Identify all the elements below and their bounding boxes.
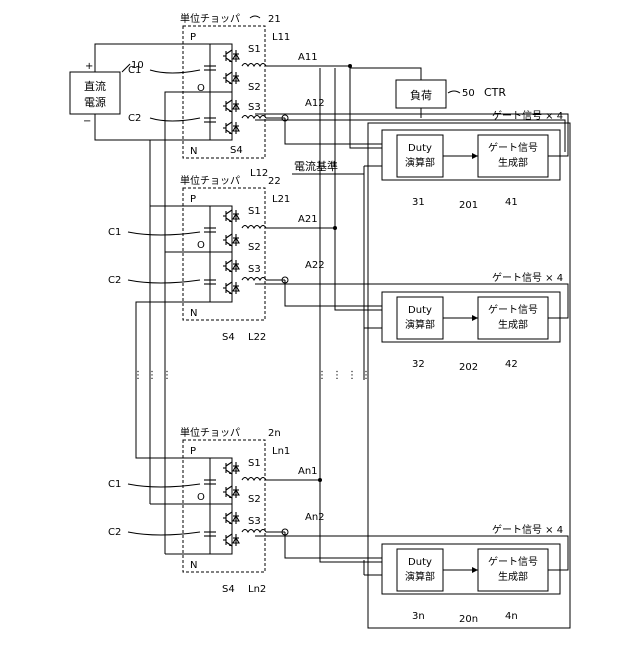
chopper-n-aa: An1 <box>298 466 318 477</box>
chopper-n-p: P <box>190 446 196 457</box>
load-label: 負荷 <box>410 89 432 102</box>
chopper-2-gate-1: ゲート信号 <box>488 304 538 316</box>
chopper-2-s4: S4 <box>222 332 235 343</box>
chopper-n-gate-ref: 4n <box>505 611 518 622</box>
load: 負荷 50 <box>350 68 475 118</box>
chopper-unit-2: 単位チョッパ 22 P O N S1 S2 S3 S4 C1 C2 L21 L2… <box>108 174 568 373</box>
chopper-2-gate-ref: 42 <box>505 359 518 370</box>
load-ref: 50 <box>462 88 475 99</box>
current-ref-label: 電流基準 <box>294 159 338 173</box>
chopper-2-gate-2: 生成部 <box>498 318 528 331</box>
chopper-2-c1: C1 <box>108 227 121 238</box>
power-source-label-2: 電源 <box>84 95 106 109</box>
chopper-n-c1: C1 <box>108 479 121 490</box>
power-source-label-1: 直流 <box>84 79 106 93</box>
chopper-1-ctrl-ref: 201 <box>459 200 478 211</box>
chopper-n-c2: C2 <box>108 527 121 538</box>
controller-ref: CTR <box>484 86 506 99</box>
power-source-minus: − <box>83 116 91 127</box>
chopper-n-gate-1: ゲート信号 <box>488 556 538 568</box>
chopper-1-s3: S3 <box>248 102 261 113</box>
chopper-n-ref: 2n <box>268 428 281 439</box>
chopper-n-duty-1: Duty <box>408 557 432 568</box>
chopper-n-s3: S3 <box>248 516 261 527</box>
chopper-1-c2: C2 <box>128 113 141 124</box>
chopper-n-s4: S4 <box>222 584 235 595</box>
chopper-1-gate-ref: 41 <box>505 197 518 208</box>
chopper-n-s1: S1 <box>248 458 261 469</box>
svg-text:⋮: ⋮ <box>361 370 371 381</box>
chopper-1-p: P <box>190 32 196 43</box>
chopper-1-la: L11 <box>272 32 290 43</box>
bus-lines: ⋮ ⋮ ⋮ ⋮ ⋮ ⋮ ⋮ <box>133 68 371 554</box>
chopper-2-duty-1: Duty <box>408 305 432 316</box>
chopper-n-ctrl-ref: 20n <box>459 614 478 625</box>
chopper-1-c1: C1 <box>128 65 141 76</box>
chopper-n-lb: Ln2 <box>248 584 266 595</box>
chopper-1-s2: S2 <box>248 82 261 93</box>
power-source-plus: + <box>85 61 93 72</box>
chopper-unit-n: 単位チョッパ 2n P O N S1 S2 S3 S4 C1 C2 Ln1 Ln… <box>108 426 568 625</box>
chopper-1-gate-1: ゲート信号 <box>488 142 538 154</box>
svg-text:⋮: ⋮ <box>332 370 342 381</box>
chopper-1-s4: S4 <box>230 145 243 156</box>
chopper-1-lb: L12 <box>250 168 268 179</box>
svg-text:⋮: ⋮ <box>162 370 172 381</box>
chopper-1-duty-ref: 31 <box>412 197 425 208</box>
chopper-2-aa: A21 <box>298 214 318 225</box>
chopper-1-title: 単位チョッパ <box>180 12 240 25</box>
chopper-2-title: 単位チョッパ <box>180 174 240 187</box>
chopper-2-ctrl-ref: 202 <box>459 362 478 373</box>
chopper-1-aa: A11 <box>298 52 318 63</box>
chopper-2-ref: 22 <box>268 176 281 187</box>
chopper-n-ab: An2 <box>305 512 325 523</box>
chopper-1-s1: S1 <box>248 44 261 55</box>
chopper-1-ab: A12 <box>305 98 325 109</box>
chopper-n-title: 単位チョッパ <box>180 426 240 439</box>
chopper-n-n: N <box>190 560 197 571</box>
chopper-2-s2: S2 <box>248 242 261 253</box>
svg-text:⋮: ⋮ <box>133 370 143 381</box>
chopper-n-duty-2: 演算部 <box>405 570 435 583</box>
chopper-n-la: Ln1 <box>272 446 290 457</box>
chopper-1-n: N <box>190 146 197 157</box>
chopper-n-s2: S2 <box>248 494 261 505</box>
svg-text:⋮: ⋮ <box>347 370 357 381</box>
chopper-2-o: O <box>197 240 205 251</box>
chopper-2-s1: S1 <box>248 206 261 217</box>
chopper-2-p: P <box>190 194 196 205</box>
chopper-2-duty-2: 演算部 <box>405 318 435 331</box>
chopper-2-lb: L22 <box>248 332 266 343</box>
chopper-1-duty-1: Duty <box>408 143 432 154</box>
chopper-1-duty-2: 演算部 <box>405 156 435 169</box>
chopper-2-s3: S3 <box>248 264 261 275</box>
chopper-1-ref: 21 <box>268 14 281 25</box>
chopper-2-la: L21 <box>272 194 290 205</box>
chopper-n-gate-signals: ゲート信号 × 4 <box>492 524 563 536</box>
svg-text:⋮: ⋮ <box>317 370 327 381</box>
chopper-2-c2: C2 <box>108 275 121 286</box>
chopper-2-n: N <box>190 308 197 319</box>
chopper-2-duty-ref: 32 <box>412 359 425 370</box>
chopper-1-gate-2: 生成部 <box>498 156 528 169</box>
svg-text:⋮: ⋮ <box>147 370 157 381</box>
chopper-n-o: O <box>197 492 205 503</box>
chopper-n-gate-2: 生成部 <box>498 570 528 583</box>
chopper-2-ab: A22 <box>305 260 325 271</box>
chopper-n-duty-ref: 3n <box>412 611 425 622</box>
chopper-2-gate-signals: ゲート信号 × 4 <box>492 272 563 284</box>
